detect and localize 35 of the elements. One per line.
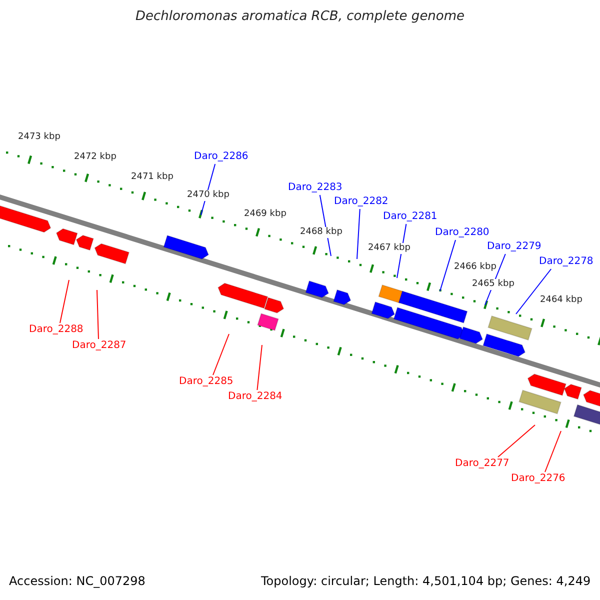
scale-label: 2466 kbp <box>454 262 496 273</box>
scale-label: 2472 kbp <box>74 152 116 163</box>
gene-label: Daro_2280 <box>435 226 490 240</box>
leader-line <box>60 280 70 324</box>
footer-text: Accession: NC_007298 <box>9 574 146 588</box>
scale-label: 2467 kbp <box>368 243 410 254</box>
leader-line <box>440 240 456 292</box>
leader-line <box>356 208 360 260</box>
gene-label: Daro_2288 <box>29 323 84 337</box>
scale-label: 2469 kbp <box>244 209 286 220</box>
leader-line <box>96 290 99 340</box>
leader-line <box>544 430 562 472</box>
gene-label: Daro_2279 <box>487 240 542 254</box>
gene-label: Daro_2277 <box>455 457 510 471</box>
leader-line <box>256 344 262 390</box>
gene-label: Daro_2286 <box>194 150 248 164</box>
gene-label: Daro_2284 <box>228 390 282 404</box>
scale-label: 2470 kbp <box>187 190 230 201</box>
gene-label: Daro_2285 <box>179 375 234 389</box>
scale-label: 2471 kbp <box>131 172 174 183</box>
footer-text: Topology: circular; Length: 4,501,104 bp; Genes: 4,249 <box>261 574 591 588</box>
gene-label: Daro_2283 <box>288 181 342 195</box>
gene-label: Daro_2282 <box>334 195 388 209</box>
scale-label: 2468 kbp <box>300 227 342 238</box>
scale-label: 2473 kbp <box>18 132 60 143</box>
leader-line <box>516 268 552 314</box>
scale-label: 2464 kbp <box>540 295 582 306</box>
leader-line <box>212 334 230 376</box>
gene-label: Daro_2278 <box>539 255 594 269</box>
leader-line <box>498 424 536 458</box>
gene-label: Daro_2287 <box>72 339 126 353</box>
gene-label: Daro_2276 <box>511 472 566 486</box>
title: Dechloromonas aromatica RCB, complete genome <box>134 10 466 24</box>
gene-label: Daro_2281 <box>383 210 438 224</box>
scale-label: 2465 kbp <box>472 279 514 290</box>
